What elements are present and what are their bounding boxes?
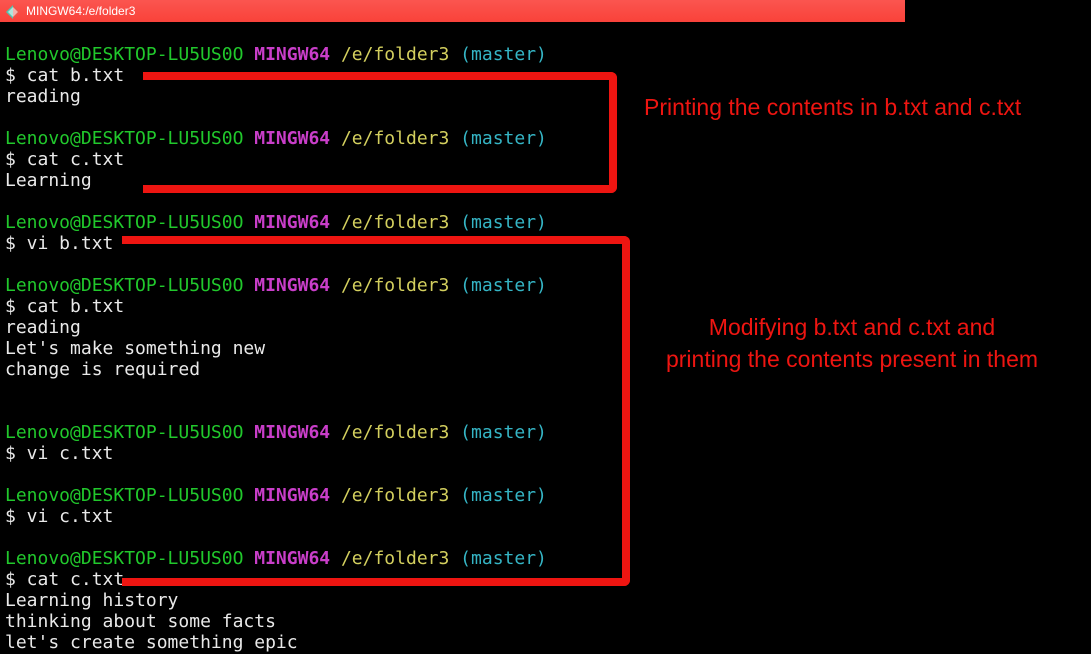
blank-line xyxy=(5,254,1091,275)
command-line: $ vi c.txt xyxy=(5,506,114,527)
prompt-path: /e/folder3 xyxy=(330,275,450,296)
prompt-user-host: Lenovo@DESKTOP-LU5US0O xyxy=(5,485,244,506)
blank-line xyxy=(5,191,1091,212)
blank-line xyxy=(5,380,1091,401)
command-line: $ cat c.txt xyxy=(5,569,125,590)
git-bash-app-icon xyxy=(6,4,20,19)
blank-line xyxy=(5,527,1091,548)
prompt-user-host: Lenovo@DESKTOP-LU5US0O xyxy=(5,212,244,233)
prompt-branch: (master) xyxy=(449,212,547,233)
prompt-line: Lenovo@DESKTOP-LU5US0O MINGW64 /e/folder… xyxy=(5,485,1091,506)
terminal-output[interactable]: Lenovo@DESKTOP-LU5US0O MINGW64 /e/folder… xyxy=(0,22,1091,654)
command-line: $ vi b.txt xyxy=(5,233,114,254)
prompt-branch: (master) xyxy=(449,485,547,506)
prompt-user-host: Lenovo@DESKTOP-LU5US0O xyxy=(5,128,244,149)
command-line: $ cat b.txt xyxy=(5,296,125,317)
prompt-platform: MINGW64 xyxy=(243,485,331,506)
titlebar[interactable]: MINGW64:/e/folder3 xyxy=(0,0,1091,22)
output-line: reading xyxy=(5,317,81,338)
prompt-line: Lenovo@DESKTOP-LU5US0O MINGW64 /e/folder… xyxy=(5,128,1091,149)
prompt-branch: (master) xyxy=(449,548,547,569)
prompt-path: /e/folder3 xyxy=(330,485,450,506)
prompt-path: /e/folder3 xyxy=(330,212,450,233)
prompt-path: /e/folder3 xyxy=(330,422,450,443)
prompt-user-host: Lenovo@DESKTOP-LU5US0O xyxy=(5,275,244,296)
prompt-path: /e/folder3 xyxy=(330,44,450,65)
output-line: let's create something epic xyxy=(5,632,298,653)
command-line: $ cat c.txt xyxy=(5,149,125,170)
prompt-line: Lenovo@DESKTOP-LU5US0O MINGW64 /e/folder… xyxy=(5,212,1091,233)
prompt-line: Lenovo@DESKTOP-LU5US0O MINGW64 /e/folder… xyxy=(5,44,1091,65)
prompt-platform: MINGW64 xyxy=(243,212,331,233)
prompt-platform: MINGW64 xyxy=(243,422,331,443)
prompt-user-host: Lenovo@DESKTOP-LU5US0O xyxy=(5,44,244,65)
prompt-branch: (master) xyxy=(449,422,547,443)
window-title: MINGW64:/e/folder3 xyxy=(26,4,136,18)
blank-line xyxy=(5,107,1091,128)
command-line: $ cat b.txt xyxy=(5,65,125,86)
prompt-branch: (master) xyxy=(449,128,547,149)
prompt-user-host: Lenovo@DESKTOP-LU5US0O xyxy=(5,548,244,569)
command-line: $ vi c.txt xyxy=(5,443,114,464)
prompt-platform: MINGW64 xyxy=(243,548,331,569)
output-line: Learning history xyxy=(5,590,179,611)
window-controls-area xyxy=(905,0,1091,22)
prompt-line: Lenovo@DESKTOP-LU5US0O MINGW64 /e/folder… xyxy=(5,422,1091,443)
prompt-branch: (master) xyxy=(449,44,547,65)
output-line: Let's make something new xyxy=(5,338,266,359)
blank-line xyxy=(5,464,1091,485)
prompt-path: /e/folder3 xyxy=(330,548,450,569)
prompt-platform: MINGW64 xyxy=(243,128,331,149)
prompt-path: /e/folder3 xyxy=(330,128,450,149)
prompt-line: Lenovo@DESKTOP-LU5US0O MINGW64 /e/folder… xyxy=(5,275,1091,296)
blank-line xyxy=(5,401,1091,422)
prompt-line: Lenovo@DESKTOP-LU5US0O MINGW64 /e/folder… xyxy=(5,548,1091,569)
prompt-platform: MINGW64 xyxy=(243,275,331,296)
prompt-platform: MINGW64 xyxy=(243,44,331,65)
prompt-branch: (master) xyxy=(449,275,547,296)
prompt-user-host: Lenovo@DESKTOP-LU5US0O xyxy=(5,422,244,443)
output-line: thinking about some facts xyxy=(5,611,276,632)
output-line: Learning xyxy=(5,170,92,191)
output-line: change is required xyxy=(5,359,201,380)
output-line: reading xyxy=(5,86,81,107)
